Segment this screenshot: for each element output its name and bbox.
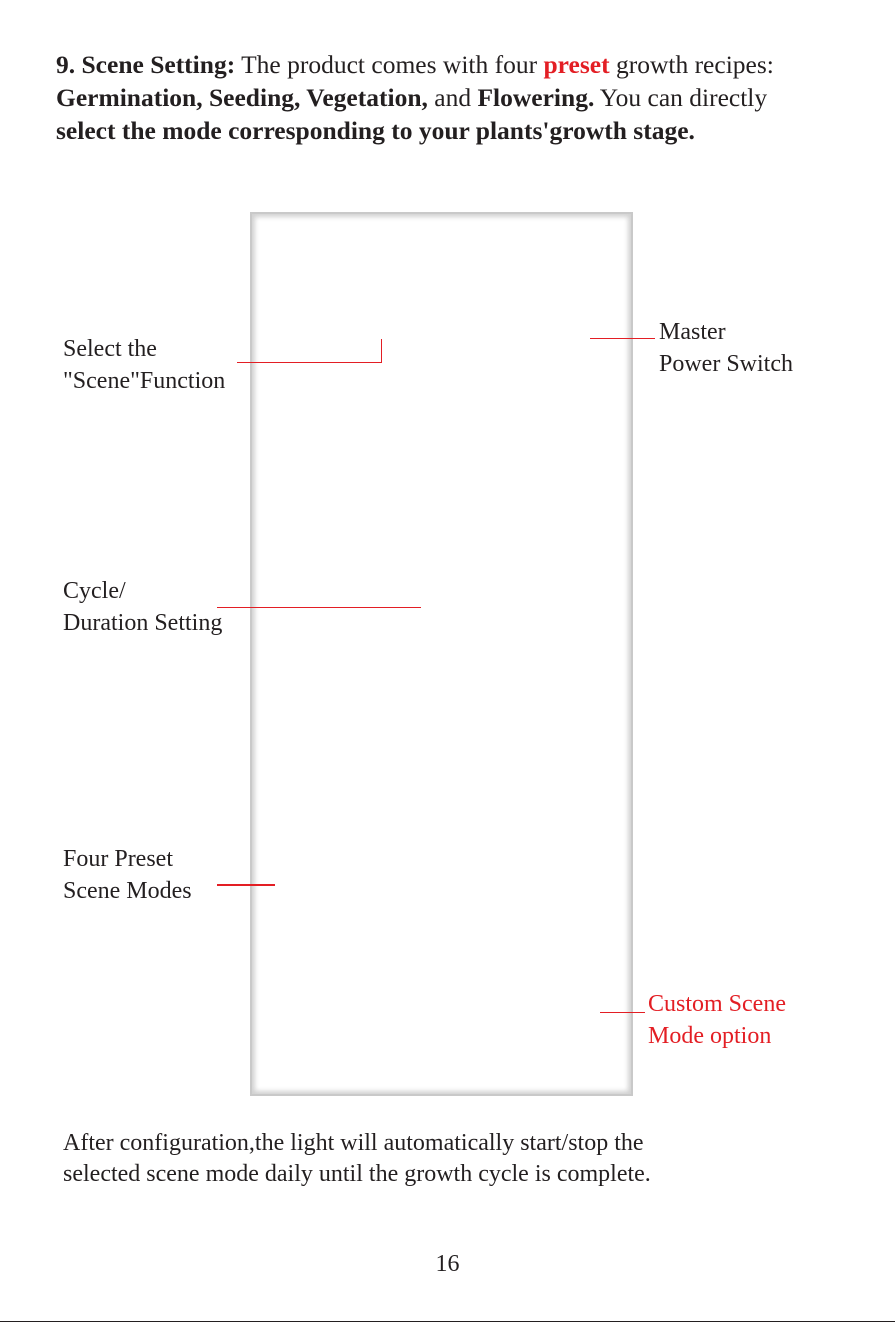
page-number: 16: [435, 1251, 460, 1277]
leader-tick-scene-function: [381, 339, 382, 363]
select-instruction: select the mode corresponding to your pl…: [56, 116, 695, 145]
callout-cycle-duration-line1: Cycle/: [63, 578, 126, 604]
callout-master-power-line2: Power Switch: [659, 351, 793, 377]
callout-scene-function-line2: "Scene"Function: [63, 368, 226, 394]
intro-paragraph: 9. Scene Setting: The product comes with…: [56, 48, 856, 147]
leader-line-custom-mode: [600, 1012, 645, 1013]
intro-text-4: You can directly: [594, 83, 768, 112]
section-heading: 9. Scene Setting:: [56, 50, 236, 79]
callout-master-power-line1: Master: [659, 319, 726, 345]
callout-scene-function-line1: Select the: [63, 336, 157, 362]
bottom-rule: [0, 1321, 895, 1322]
intro-text-2: growth recipes:: [609, 50, 774, 79]
callout-cycle-duration-line2: Duration Setting: [63, 610, 223, 636]
callout-preset-modes-line2: Scene Modes: [63, 878, 192, 904]
leader-line-scene-function: [237, 362, 382, 363]
callout-scene-function: Select the "Scene"Function: [63, 333, 225, 397]
leader-line-cycle-duration: [217, 607, 421, 608]
mode-names: Germination, Seeding, Vegetation,: [56, 83, 428, 112]
footer-note: After configuration,the light will autom…: [63, 1128, 843, 1190]
preset-word: preset: [543, 50, 610, 79]
callout-custom-mode-line1: Custom Scene: [648, 991, 786, 1017]
leader-line-preset-modes: [217, 884, 275, 886]
footer-line2: selected scene mode daily until the grow…: [63, 1161, 651, 1187]
intro-text-1: The product comes with four: [235, 50, 544, 79]
callout-custom-mode-line2: Mode option: [648, 1023, 772, 1049]
flowering-word: Flowering.: [477, 83, 595, 112]
phone-screen-placeholder: [250, 212, 633, 1096]
callout-cycle-duration: Cycle/Duration Setting: [63, 575, 222, 639]
intro-text-3: and: [427, 83, 478, 112]
callout-preset-modes-line1: Four Preset: [63, 846, 173, 872]
leader-line-master-power: [590, 338, 655, 339]
footer-line1: After configuration,the light will autom…: [63, 1130, 644, 1156]
